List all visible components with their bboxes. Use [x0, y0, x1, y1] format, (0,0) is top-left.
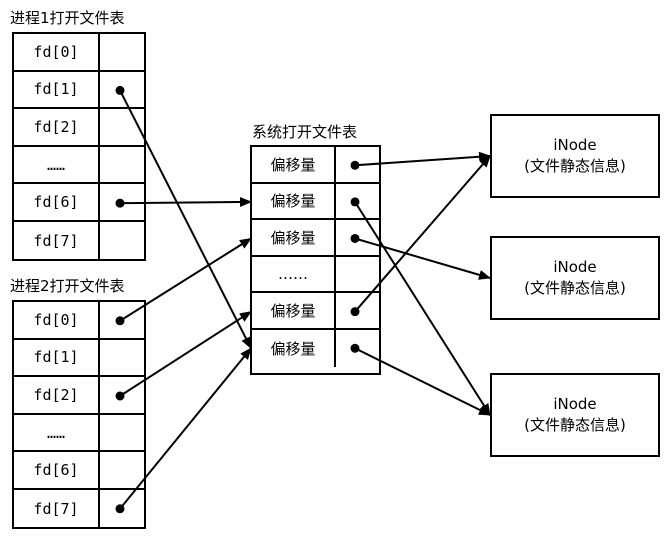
system-row: …… — [252, 256, 379, 294]
process2-row: fd[1] — [14, 339, 144, 378]
process2-row: …… — [14, 414, 144, 453]
process1-table-title: 进程1打开文件表 — [10, 9, 125, 27]
inode-box: iNode (文件静态信息) — [490, 114, 660, 198]
fd-label: fd[0] — [14, 34, 100, 70]
fd-label: fd[1] — [14, 339, 100, 376]
process1-row: fd[2] — [14, 109, 144, 147]
pointer-slot — [100, 452, 144, 488]
fd-label: fd[6] — [14, 184, 100, 220]
fd-label: fd[2] — [14, 377, 100, 413]
pointer-slot — [336, 330, 379, 367]
inode-subtitle: (文件静态信息) — [524, 157, 626, 175]
pointer-slot — [336, 220, 379, 255]
process1-row: …… — [14, 146, 144, 185]
inode-title: iNode — [553, 136, 597, 154]
inode-subtitle: (文件静态信息) — [524, 416, 626, 434]
fd-label: fd[7] — [14, 489, 100, 528]
fd-label: fd[1] — [14, 71, 100, 108]
offset-label: 偏移量 — [252, 293, 336, 328]
system-table-title: 系统打开文件表 — [252, 123, 358, 141]
pointer-slot — [100, 34, 144, 70]
process2-table-title: 进程2打开文件表 — [10, 277, 125, 295]
fd-label: fd[6] — [14, 452, 100, 488]
offset-label: 偏移量 — [252, 220, 336, 255]
offset-label: 偏移量 — [252, 183, 336, 219]
fd-label: fd[0] — [14, 302, 100, 338]
ellipsis-label: …… — [14, 414, 100, 451]
pointer-slot — [336, 257, 379, 292]
pointer-slot — [100, 109, 144, 145]
process1-row: fd[1] — [14, 71, 144, 110]
pointer-slot — [100, 184, 144, 220]
pointer-slot — [100, 377, 144, 413]
pointer-slot — [100, 340, 144, 376]
pointer-slot — [100, 490, 144, 528]
ellipsis-label: …… — [14, 146, 100, 183]
inode-box: iNode (文件静态信息) — [490, 236, 660, 320]
system-open-file-table: 偏移量 偏移量 偏移量 …… 偏移量 偏移量 — [250, 145, 381, 375]
process1-row: fd[0] — [14, 34, 144, 72]
pointer-slot — [336, 184, 379, 219]
pointer-slot — [100, 72, 144, 108]
process1-open-file-table: fd[0] fd[1] fd[2] …… fd[6] fd[7] — [12, 32, 146, 261]
system-row: 偏移量 — [252, 220, 379, 257]
offset-label: 偏移量 — [252, 329, 336, 367]
process2-row: fd[0] — [14, 302, 144, 340]
pointer-slot — [100, 302, 144, 338]
process2-row: fd[6] — [14, 452, 144, 490]
system-row: 偏移量 — [252, 329, 379, 367]
inode-subtitle: (文件静态信息) — [524, 279, 626, 297]
offset-label: 偏移量 — [252, 147, 336, 182]
fd-label: fd[2] — [14, 109, 100, 145]
system-row: 偏移量 — [252, 293, 379, 330]
system-row: 偏移量 — [252, 147, 379, 184]
system-row: 偏移量 — [252, 183, 379, 221]
inode-title: iNode — [553, 258, 597, 276]
process2-open-file-table: fd[0] fd[1] fd[2] …… fd[6] fd[7] — [12, 300, 146, 529]
process1-row: fd[7] — [14, 221, 144, 260]
pointer-slot — [100, 415, 144, 451]
pointer-slot — [336, 147, 379, 182]
pointer-slot — [100, 147, 144, 183]
process2-row: fd[7] — [14, 489, 144, 528]
process1-row: fd[6] — [14, 184, 144, 222]
fd-label: fd[7] — [14, 221, 100, 260]
inode-title: iNode — [553, 395, 597, 413]
process2-row: fd[2] — [14, 377, 144, 415]
inode-box: iNode (文件静态信息) — [490, 373, 660, 457]
pointer-slot — [100, 222, 144, 260]
ellipsis-label: …… — [252, 256, 336, 292]
pointer-slot — [336, 293, 379, 328]
